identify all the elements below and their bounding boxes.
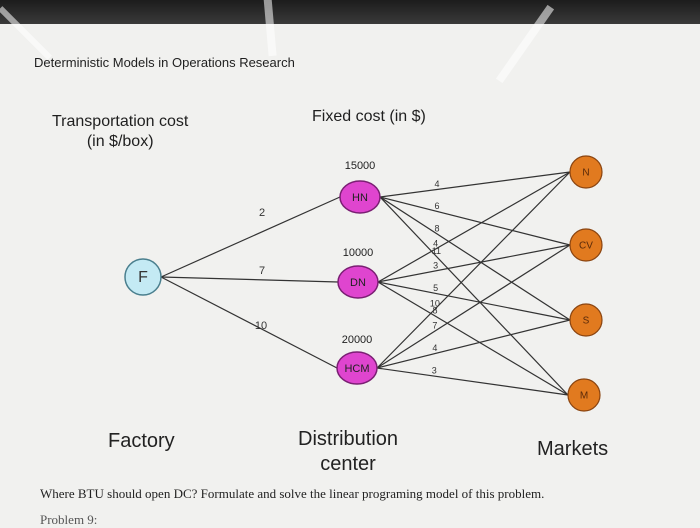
- dc-market-edge-dn-cv: [377, 244, 571, 283]
- dc-node-label: DN: [350, 277, 366, 289]
- dc-market-edge-hcm-n: [376, 171, 571, 369]
- dc-node-dn: [337, 265, 379, 299]
- dc-market-edge-cost: 6: [434, 201, 439, 211]
- dc-market-edge-cost: 11: [432, 246, 441, 256]
- dc-market-edge-cost: 4: [434, 179, 439, 189]
- market-node-label: S: [583, 316, 590, 327]
- dc-fixed-cost: 20000: [342, 334, 373, 346]
- market-node-cv: [569, 228, 603, 262]
- factory-edge-hcm: [160, 276, 338, 369]
- dc-market-edge-dn-m: [377, 281, 569, 396]
- dc-fixed-cost: 15000: [345, 160, 376, 172]
- dc-market-edge-dn-s: [377, 281, 571, 321]
- market-node-label: CV: [579, 241, 593, 252]
- fixed-cost-header: Fixed cost (in $): [312, 108, 426, 125]
- dc-market-edge-cost: 8: [432, 305, 437, 315]
- factory-label: Factory: [108, 430, 175, 452]
- market-node-label: M: [580, 391, 588, 402]
- dc-market-edge-cost: 3: [432, 365, 437, 375]
- dc-market-edge-cost: 3: [433, 260, 438, 270]
- dc-fixed-cost: 10000: [343, 247, 374, 259]
- question-text: Where BTU should open DC? Formulate and …: [40, 486, 545, 501]
- dc-market-edge-dn-n: [377, 171, 571, 283]
- dc-market-edge-hn-m: [379, 196, 569, 396]
- factory-edge-cost: 7: [259, 265, 265, 277]
- dc-market-edge-cost: 4: [432, 343, 437, 353]
- dc-market-edge-hn-cv: [379, 196, 571, 246]
- factory-edge-dn: [160, 276, 339, 283]
- factory-node: [124, 258, 162, 296]
- market-node-m: [567, 378, 601, 412]
- dc-market-edge-hcm-cv: [376, 244, 571, 369]
- market-node-s: [569, 303, 603, 337]
- dc-market-edge-hcm-m: [376, 367, 569, 396]
- dc-market-edge-cost: 8: [434, 223, 439, 233]
- dc-market-edge-hn-s: [379, 196, 571, 321]
- market-node-label: N: [582, 168, 589, 179]
- factory-edge-cost: 2: [259, 207, 265, 219]
- slide-title: Deterministic Models in Operations Resea…: [34, 55, 295, 70]
- dc-market-edge-cost: 5: [433, 283, 438, 293]
- markets-label: Markets: [537, 438, 609, 460]
- factory-edge-hn: [160, 196, 341, 278]
- dc-market-edge-hn-n: [379, 171, 571, 198]
- factory-node-label: F: [138, 269, 148, 286]
- distribution-center-label: Distribution center: [298, 428, 399, 475]
- dc-node-label: HCM: [344, 363, 369, 375]
- problem-label-cut: Problem 9:: [40, 512, 98, 527]
- market-node-n: [569, 155, 603, 189]
- dc-market-edge-hcm-s: [376, 319, 571, 369]
- dc-node-hn: [339, 180, 381, 214]
- factory-edge-cost: 10: [255, 320, 267, 332]
- transportation-cost-header: Transportation cost (in $/box): [52, 113, 189, 150]
- dc-market-edge-cost: 10: [430, 299, 440, 309]
- top-dark-bar: [0, 0, 700, 24]
- dc-node-label: HN: [352, 192, 368, 204]
- dc-market-edge-cost: 7: [432, 320, 437, 330]
- dc-node-hcm: [336, 351, 378, 385]
- dc-market-edge-cost: 4: [433, 238, 438, 248]
